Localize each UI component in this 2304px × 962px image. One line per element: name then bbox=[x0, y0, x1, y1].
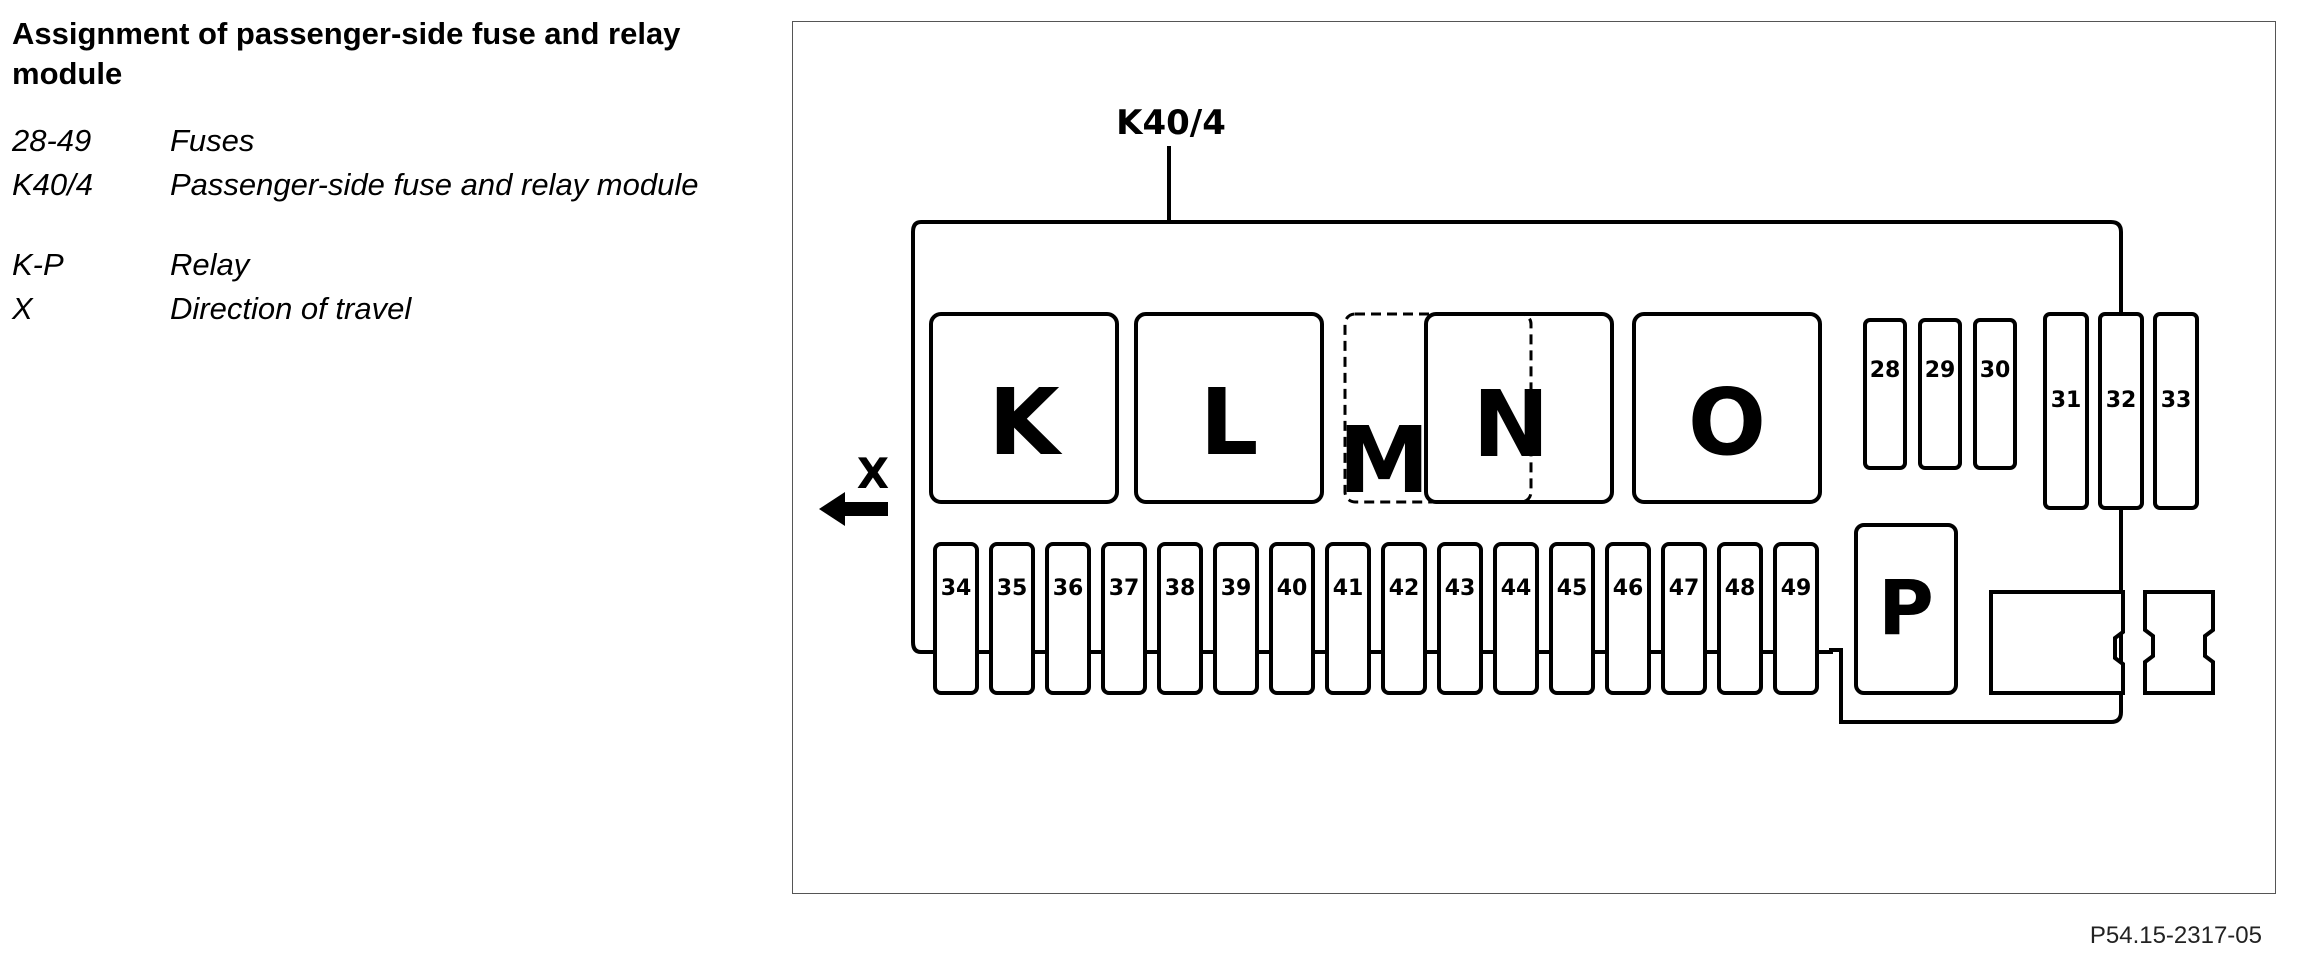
fuse-39-box bbox=[1213, 542, 1259, 695]
fuse-38-box bbox=[1157, 542, 1203, 695]
fuse-48-label: 48 bbox=[1725, 576, 1756, 601]
relay-k-label: K bbox=[988, 369, 1063, 476]
fuse-34-box bbox=[933, 542, 979, 695]
fuse-41-box bbox=[1325, 542, 1371, 695]
relay-o-label: O bbox=[1688, 369, 1766, 476]
fuse-47-label: 47 bbox=[1669, 576, 1700, 601]
fuse-43-label: 43 bbox=[1445, 576, 1476, 601]
module-label: K40/4 bbox=[1116, 103, 1226, 143]
module-outline bbox=[911, 220, 2123, 724]
connector-block-large bbox=[1989, 590, 2125, 695]
fuse-42-box bbox=[1381, 542, 1427, 695]
relay-l-box bbox=[1134, 312, 1324, 504]
fuse-34-label: 34 bbox=[941, 576, 972, 601]
relay-k-box bbox=[929, 312, 1119, 504]
fuse-32-box bbox=[2098, 312, 2144, 510]
legend-panel: Assignment of passenger-side fuse and re… bbox=[12, 14, 712, 334]
relay-p-label: P bbox=[1878, 563, 1934, 652]
legend-entry-direction: X Direction of travel bbox=[12, 290, 712, 328]
fuse-45-label: 45 bbox=[1557, 576, 1588, 601]
fuse-30-box bbox=[1973, 318, 2017, 470]
relay-n-label: N bbox=[1473, 371, 1550, 478]
legend-value: Direction of travel bbox=[170, 291, 412, 326]
relay-n-box bbox=[1424, 312, 1614, 504]
fuse-46-box bbox=[1605, 542, 1651, 695]
fuse-37-box bbox=[1101, 542, 1147, 695]
relay-p-box bbox=[1854, 523, 1958, 695]
fuse-31-box bbox=[2043, 312, 2089, 510]
fuse-32-label: 32 bbox=[2106, 388, 2137, 413]
fuse-29-box bbox=[1918, 318, 1962, 470]
fuse-42-label: 42 bbox=[1389, 576, 1420, 601]
fuse-47-box bbox=[1661, 542, 1707, 695]
fuse-group-top-small: 28 29 30 bbox=[1863, 318, 2017, 470]
fuse-39-label: 39 bbox=[1221, 576, 1252, 601]
fuse-37-label: 37 bbox=[1109, 576, 1140, 601]
fuse-36-label: 36 bbox=[1053, 576, 1084, 601]
fuse-43-box bbox=[1437, 542, 1483, 695]
legend-value: Fuses bbox=[170, 123, 255, 158]
legend-key: 28-49 bbox=[12, 123, 92, 158]
relay-o-box bbox=[1632, 312, 1822, 504]
legend-entry-relay: K-P Relay bbox=[12, 246, 712, 284]
fuse-33-label: 33 bbox=[2161, 388, 2192, 413]
fuse-group-top-large: 31 32 33 bbox=[2043, 312, 2199, 510]
fuse-38-label: 38 bbox=[1165, 576, 1196, 601]
direction-arrow-icon bbox=[819, 492, 888, 526]
legend-list: 28-49 Fuses K40/4 Passenger-side fuse an… bbox=[12, 122, 712, 328]
fuse-40-label: 40 bbox=[1277, 576, 1308, 601]
relay-m-label: M bbox=[1338, 407, 1430, 514]
fuse-30-label: 30 bbox=[1980, 358, 2011, 383]
fuse-31-label: 31 bbox=[2051, 388, 2082, 413]
legend-entry-module: K40/4 Passenger-side fuse and relay modu… bbox=[12, 166, 712, 204]
fuse-box-diagram: K40/4 X K L M N O P 28 2 bbox=[819, 103, 2215, 724]
fuse-40-box bbox=[1269, 542, 1315, 695]
fuse-48-box bbox=[1717, 542, 1763, 695]
figure-reference-code: P54.15-2317-05 bbox=[2089, 922, 2262, 949]
legend-key: X bbox=[12, 291, 33, 326]
fuse-46-label: 46 bbox=[1613, 576, 1644, 601]
relay-l-label: L bbox=[1200, 369, 1259, 476]
direction-label: X bbox=[857, 449, 889, 498]
legend-key: K40/4 bbox=[12, 167, 94, 202]
legend-entry-fuses: 28-49 Fuses bbox=[12, 122, 712, 160]
fuse-44-box bbox=[1493, 542, 1539, 695]
fuse-45-box bbox=[1549, 542, 1595, 695]
fuse-36-box bbox=[1045, 542, 1091, 695]
fuse-35-box bbox=[989, 542, 1035, 695]
legend-title: Assignment of passenger-side fuse and re… bbox=[12, 16, 681, 91]
fuse-29-label: 29 bbox=[1925, 358, 1956, 383]
fuse-44-label: 44 bbox=[1501, 576, 1532, 601]
fuse-41-label: 41 bbox=[1333, 576, 1364, 601]
connector-block-small bbox=[2143, 590, 2215, 695]
fuse-28-box bbox=[1863, 318, 1907, 470]
legend-value: Relay bbox=[170, 247, 250, 282]
fuse-49-box bbox=[1773, 542, 1819, 695]
fuse-35-label: 35 bbox=[997, 576, 1028, 601]
legend-value: Passenger-side fuse and relay module bbox=[170, 167, 699, 202]
fuse-28-label: 28 bbox=[1870, 358, 1901, 383]
legend-key: K-P bbox=[12, 247, 64, 282]
fuse-33-box bbox=[2153, 312, 2199, 510]
fuse-49-label: 49 bbox=[1781, 576, 1812, 601]
diagram-frame: K40/4 X K L M N O P 28 2 bbox=[792, 21, 2276, 894]
fuse-group-bottom: 34 35 36 37 38 39 40 41 42 43 44 45 46 bbox=[933, 542, 1819, 695]
